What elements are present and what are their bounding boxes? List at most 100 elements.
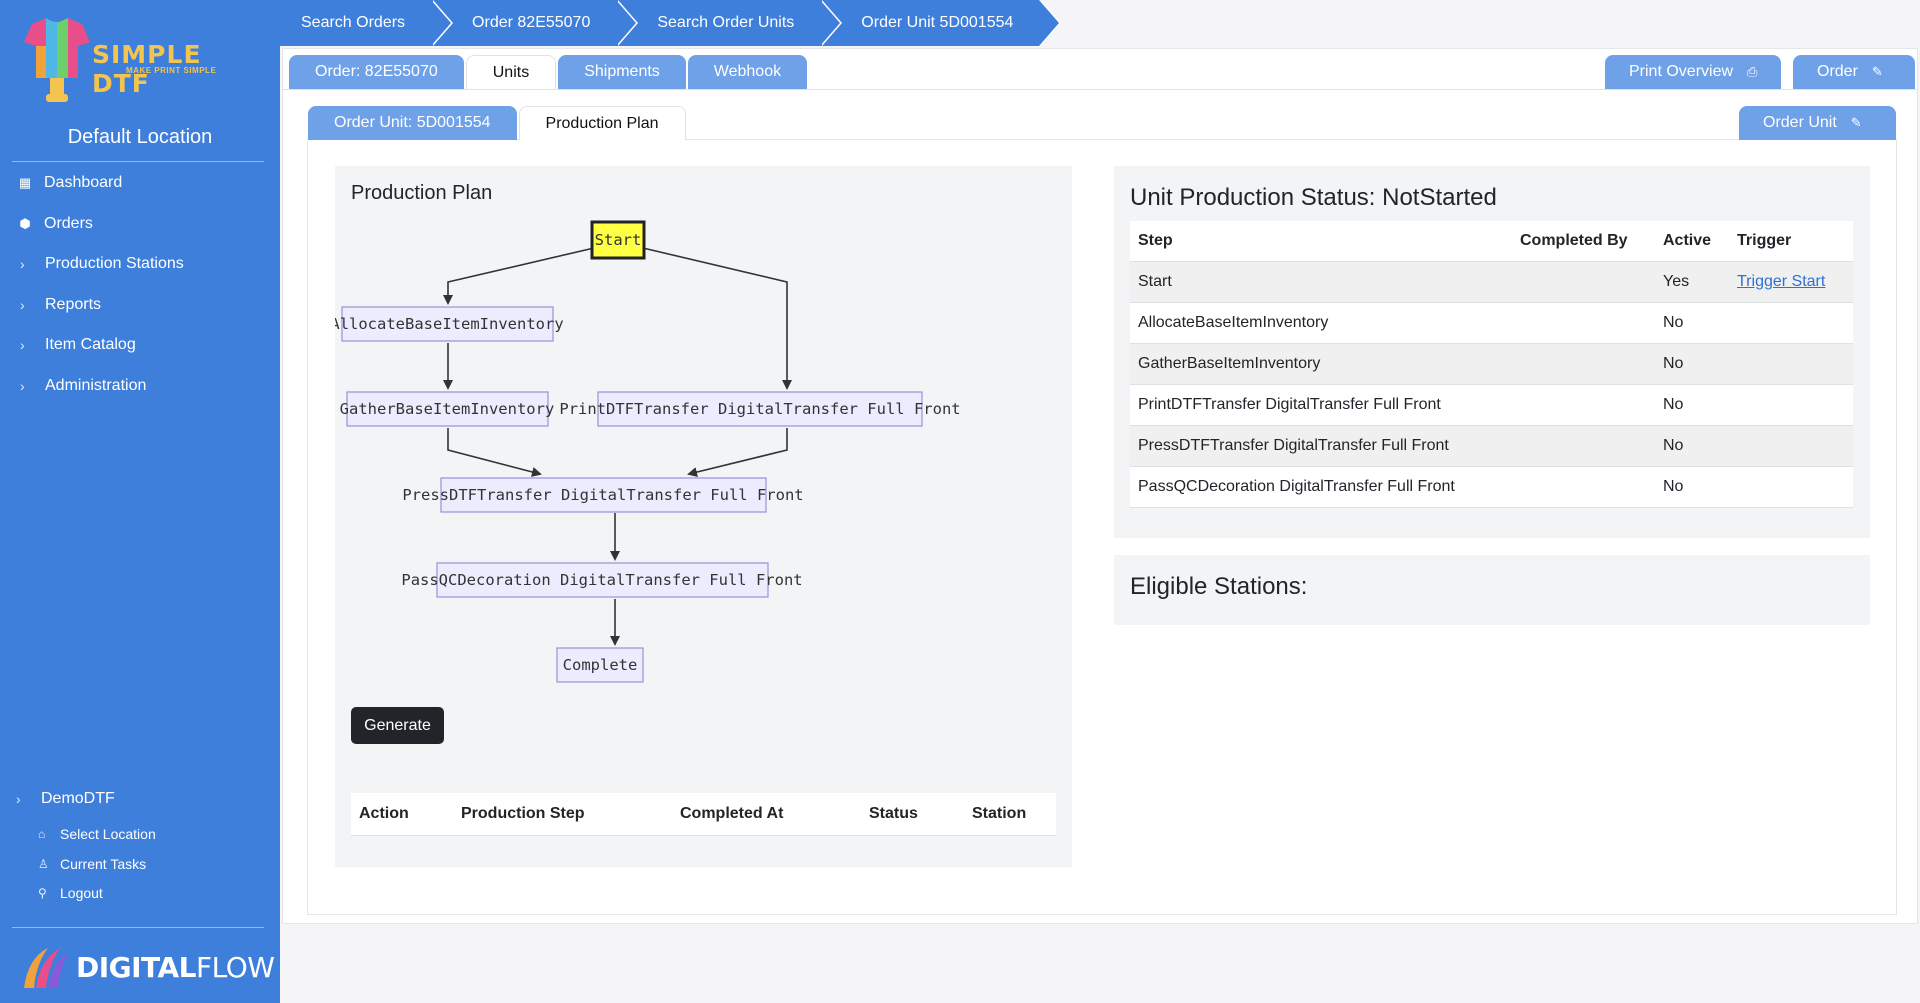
crumb-label: Order 82E55070 (472, 14, 591, 31)
order-label: Order (1817, 63, 1858, 80)
print-overview-button[interactable]: Print Overview ⎙ (1605, 55, 1782, 89)
print-overview-label: Print Overview (1629, 63, 1734, 80)
sidebar-item-label: Administration (45, 377, 147, 394)
sidebar-item-dashboard[interactable]: ▦ Dashboard (16, 170, 122, 196)
pencil-icon: ✎ (1850, 115, 1862, 130)
trigger-start-link[interactable]: Trigger Start (1737, 272, 1826, 290)
active-cell: No (1655, 466, 1729, 508)
person-icon: ♙ (38, 857, 49, 871)
chevron-right-icon: › (20, 297, 25, 313)
table-row: PassQCDecoration DigitalTransfer Full Fr… (1130, 466, 1853, 508)
tab-units[interactable]: Units (465, 55, 557, 89)
divider (12, 161, 264, 162)
user-name: DemoDTF (41, 790, 115, 807)
column-header: Status (861, 793, 964, 836)
simple-dtf-logo[interactable]: SIMPLE DTF MAKE PRINT SIMPLE (22, 16, 262, 110)
sidebar-item-orders[interactable]: ⬢ Orders (16, 211, 93, 237)
column-header: Trigger (1729, 221, 1853, 262)
trigger-cell (1729, 425, 1853, 467)
active-cell: No (1655, 384, 1729, 426)
tab-production-plan[interactable]: Production Plan (518, 106, 686, 140)
logout-icon: ⚲ (38, 886, 47, 900)
sidebar-item-administration[interactable]: › Administration (16, 373, 146, 399)
breadcrumb-order[interactable]: Order 82E55070 (431, 0, 639, 46)
tab-shipments[interactable]: Shipments (558, 55, 686, 89)
brand-name: SIMPLE DTF (92, 40, 202, 98)
sidebar-item-reports[interactable]: › Reports (16, 292, 101, 318)
step-cell: PressDTFTransfer DigitalTransfer Full Fr… (1130, 425, 1512, 467)
digital-flow-mark-icon (24, 948, 68, 988)
production-plan-title: Production Plan (351, 182, 493, 204)
edge-print-press (687, 428, 788, 477)
sidebar-item-item-catalog[interactable]: › Item Catalog (16, 332, 136, 358)
sidebar-item-label: Item Catalog (45, 336, 136, 353)
user-menu-toggle[interactable]: › DemoDTF (12, 786, 115, 812)
completed-by-cell (1512, 261, 1655, 303)
active-cell: No (1655, 343, 1729, 385)
node-print-label: PrintDTFTransfer DigitalTransfer Full Fr… (559, 400, 960, 418)
select-location-link[interactable]: ⌂ Select Location (38, 826, 156, 842)
node-allocate: AllocateBaseItemInventory (335, 306, 564, 342)
brand-tagline: MAKE PRINT SIMPLE (126, 66, 217, 75)
node-complete: Complete (556, 647, 644, 683)
column-header: Active (1655, 221, 1729, 262)
order-edit-button[interactable]: Order ✎ (1793, 55, 1915, 89)
sidebar-item-label: Dashboard (44, 174, 123, 191)
node-press: PressDTFTransfer DigitalTransfer Full Fr… (402, 477, 804, 513)
active-cell: Yes (1655, 261, 1729, 303)
current-tasks-link[interactable]: ♙ Current Tasks (38, 856, 146, 872)
table-row: GatherBaseItemInventory No (1130, 343, 1853, 385)
sidebar-item-production-stations[interactable]: › Production Stations (16, 251, 184, 277)
order-tabs: Order: 82E55070 Units Shipments Webhook (289, 55, 809, 89)
order-unit-edit-button[interactable]: Order Unit ✎ (1739, 106, 1896, 140)
tab-webhook[interactable]: Webhook (687, 55, 808, 89)
table-row: PressDTFTransfer DigitalTransfer Full Fr… (1130, 425, 1853, 467)
chevron-right-icon: › (20, 337, 25, 353)
trigger-cell (1729, 343, 1853, 385)
node-passqc: PassQCDecoration DigitalTransfer Full Fr… (401, 562, 803, 598)
unit-status-table: Step Completed By Active Trigger Start Y… (1130, 221, 1853, 508)
sidebar-item-label: Orders (44, 215, 93, 232)
logout-link[interactable]: ⚲ Logout (38, 885, 103, 901)
unit-tabs: Order Unit: 5D001554 Production Plan (308, 106, 688, 140)
production-plan-card: Production Plan Start AllocateBaseItemIn… (335, 166, 1072, 867)
unit-status-title: Unit Production Status: NotStarted (1130, 184, 1497, 211)
completed-by-cell (1512, 425, 1655, 467)
unit-status-card: Unit Production Status: NotStarted Step … (1114, 166, 1870, 538)
printer-icon: ⎙ (1747, 64, 1758, 79)
chevron-right-icon: › (20, 256, 25, 272)
node-gather: GatherBaseItemInventory (340, 391, 555, 427)
divider (12, 927, 264, 928)
node-complete-label: Complete (563, 656, 638, 674)
sidebar: SIMPLE DTF MAKE PRINT SIMPLE Default Loc… (0, 0, 280, 1003)
table-row: Start Yes Trigger Start (1130, 261, 1853, 303)
chart-icon: ▦ (18, 175, 32, 190)
node-gather-label: GatherBaseItemInventory (340, 400, 555, 418)
tshirt-brush-icon (24, 18, 90, 102)
breadcrumb-search-orders[interactable]: Search Orders (280, 0, 454, 46)
tab-order[interactable]: Order: 82E55070 (289, 55, 464, 89)
node-start: Start (590, 220, 646, 260)
home-icon: ⌂ (38, 827, 46, 841)
completed-by-cell (1512, 302, 1655, 344)
sidebar-item-label: Production Stations (45, 255, 184, 272)
table-header-row: Action Production Step Completed At Stat… (351, 793, 1056, 836)
chevron-right-icon: › (20, 378, 25, 394)
trigger-cell: Trigger Start (1729, 261, 1853, 303)
column-header: Action (351, 793, 453, 836)
column-header: Production Step (453, 793, 672, 836)
digital-flow-logo: DIGITALFLOW (18, 940, 275, 994)
generate-button[interactable]: Generate (351, 707, 444, 744)
tab-order-unit[interactable]: Order Unit: 5D001554 (308, 106, 517, 140)
active-cell: No (1655, 302, 1729, 344)
column-header: Completed By (1512, 221, 1655, 262)
sidebar-item-label: Reports (45, 296, 102, 313)
breadcrumb-order-unit[interactable]: Order Unit 5D001554 (820, 0, 1062, 46)
brand-flow: FLOW (196, 950, 275, 984)
tab-divider (283, 89, 1917, 90)
step-cell: AllocateBaseItemInventory (1130, 302, 1512, 344)
crumb-label: Order Unit 5D001554 (861, 14, 1014, 31)
breadcrumb-search-order-units[interactable]: Search Order Units (616, 0, 843, 46)
column-header: Station (964, 793, 1056, 836)
completed-by-cell (1512, 384, 1655, 426)
